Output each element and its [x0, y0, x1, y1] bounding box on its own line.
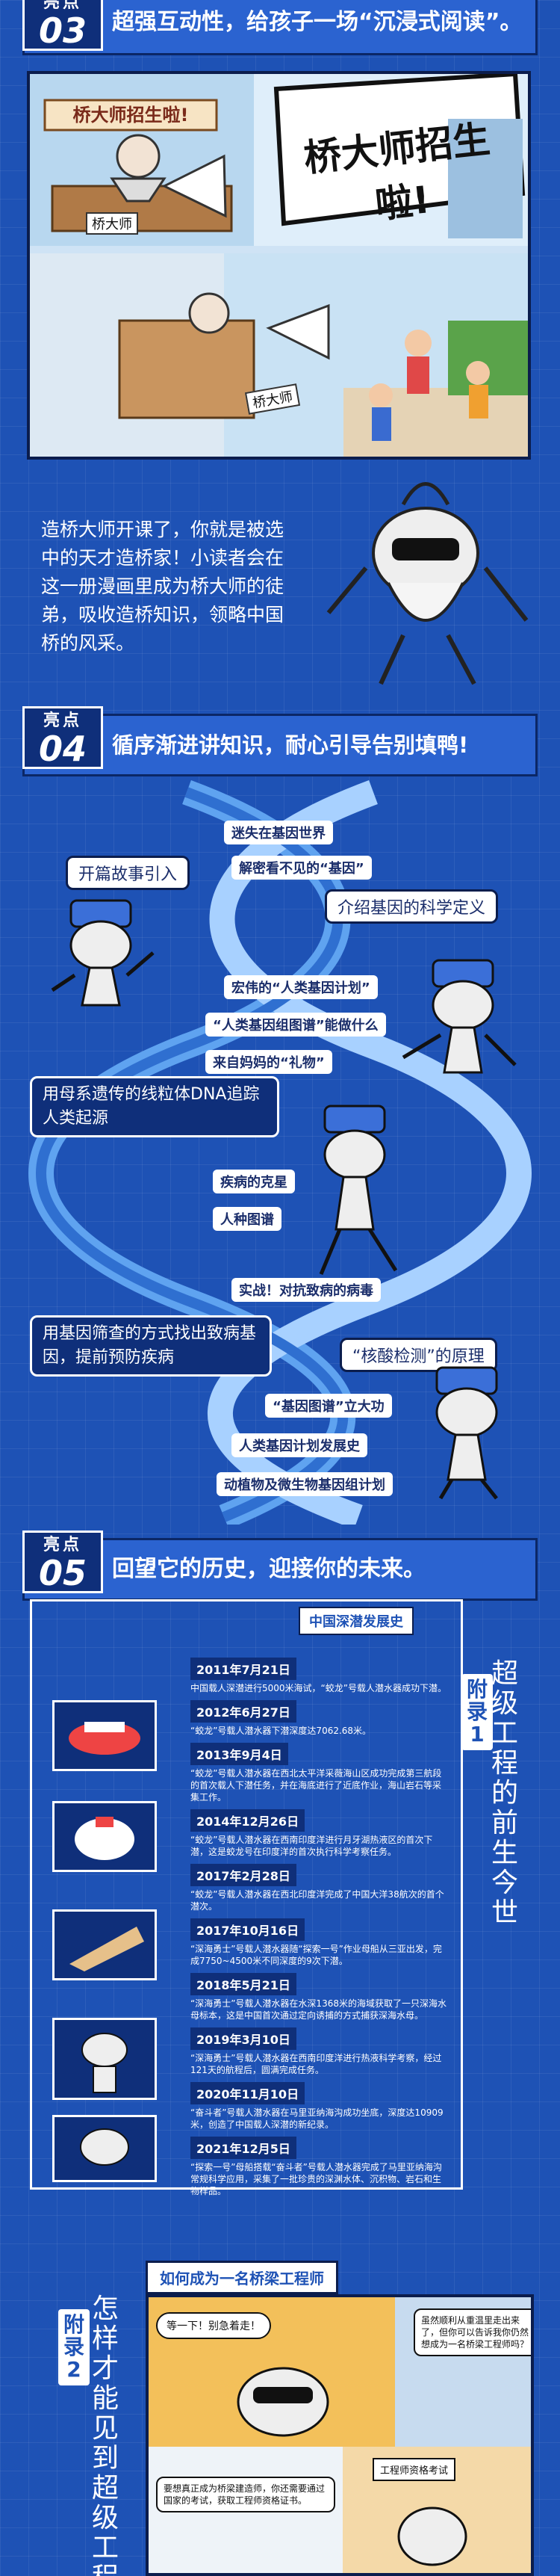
timeline-title: 中国深潜发展史	[299, 1607, 414, 1635]
chain-label: 来自妈妈的“礼物”	[205, 1050, 332, 1074]
side-tag: 用母系遗传的线粒体DNA追踪人类起源	[30, 1076, 279, 1137]
highlight-label: 亮点	[43, 1536, 82, 1554]
timeline-event: 2020年11月10日 “奋斗者”号载人潜水器在马里亚纳海沟成功坐底，深度达109…	[190, 2076, 448, 2131]
annex-2-label: 附录2	[58, 2309, 90, 2385]
submersible-photo	[52, 1801, 157, 1872]
timeline-event: 2012年6月27日 “蛟龙”号载人潜水器下潜深度达7062.68米。	[190, 1694, 448, 1737]
chain-label: 人类基因计划发展史	[231, 1433, 367, 1457]
event-text: “蛟龙”号载人潜水器在西北印度洋完成了中国大洋38航次的首个潜次。	[190, 1889, 444, 1912]
event-text: “蛟龙”号载人潜水器下潜深度达7062.68米。	[190, 1726, 372, 1736]
timeline-event: 2018年5月21日 “深海勇士”号载人潜水器在水深1368米的海域获取了一只深海…	[190, 1967, 448, 2021]
annex-2-vertical-title: 怎样才能见到超级工程	[91, 2294, 119, 2576]
submersible-photo	[52, 1700, 157, 1771]
highlight-03-description: 造桥大师开课了，你就是被选中的天才造桥家！小读者会在这一册漫画里成为桥大师的徒弟…	[41, 519, 284, 654]
comic-illustration	[30, 74, 528, 457]
mascot-character-right	[402, 959, 517, 1074]
event-date: 2019年3月10日	[190, 2027, 296, 2050]
submersible-photo	[52, 1909, 157, 1980]
mascot-character-center	[319, 1105, 398, 1275]
event-date: 2020年11月10日	[190, 2082, 305, 2104]
side-tag: “核酸检测”的原理	[340, 1338, 497, 1372]
mascot-character-left	[51, 899, 155, 1007]
deep-sea-timeline: 2011年7月21日中国载人深潜进行5000米海试，“蛟龙”号载人潜水器成功下潜…	[190, 1652, 448, 2197]
timeline-event: 2014年12月26日 “蛟龙”号载人潜水器在西南印度洋进行月牙湖热液区的首次下潜…	[190, 1803, 448, 1858]
annex-1-frame	[30, 1599, 463, 2190]
event-date: 2011年7月21日	[190, 1658, 296, 1680]
event-text: “深海勇士”号载人潜水器在水深1368米的海域获取了一只深海水母标本，这是中国首…	[190, 1998, 447, 2021]
annex-1-vertical-title: 超级工程的前生今世	[491, 1658, 518, 1928]
speech-bubble: 要想真正成为桥梁建造师，你还需要通过国家的考试，获取工程师资格证书。	[156, 2477, 335, 2512]
chain-label: 实战！对抗致病的病毒	[231, 1278, 381, 1302]
event-text: “蛟龙”号载人潜水器在西南印度洋进行月牙湖热液区的首次下潜，这是蛟龙号在印度洋的…	[190, 1835, 433, 1857]
annex-2-title: 如何成为一名桥梁工程师	[146, 2261, 338, 2294]
highlight-03-bar	[22, 0, 538, 55]
comic-panel-bridge-master: 桥大师招生啦! 桥大师招生啦! 桥大师 桥大师	[27, 71, 531, 460]
speech-bubble: 虽然顺利从重温里走出来了，但你可以告诉我你仍然想成为一名桥梁工程师吗？	[414, 2308, 531, 2356]
highlight-label: 亮点	[43, 0, 82, 12]
event-text: 中国载人深潜进行5000米海试，“蛟龙”号载人潜水器成功下潜。	[190, 1683, 447, 1693]
chain-label: “基因图谱”立大功	[265, 1394, 392, 1418]
event-date: 2012年6月27日	[190, 1700, 296, 1723]
bridge-master-character-illustration	[326, 482, 529, 685]
highlight-04-bar	[22, 714, 538, 776]
timeline-event: 2021年12月5日 “探索一号”母船搭载“奋斗者”号载人潜水器完成了马里亚纳海沟…	[190, 2131, 448, 2197]
annex-1-label: 附录1	[461, 1674, 493, 1750]
exam-sign: 工程师资格考试	[373, 2458, 456, 2481]
annex-2-comic-panel: 等一下！别急着走！ 虽然顺利从重温里走出来了，但你可以告诉我你仍然想成为一名桥梁…	[146, 2294, 534, 2576]
highlight-04-badge: 亮点 04	[22, 706, 103, 769]
highlight-05-badge: 亮点 05	[22, 1531, 103, 1593]
mascot-illustration-2	[52, 2115, 157, 2182]
event-date: 2014年12月26日	[190, 1809, 305, 1832]
timeline-event: 2011年7月21日中国载人深潜进行5000米海试，“蛟龙”号载人潜水器成功下潜…	[190, 1652, 448, 1694]
event-text: “奋斗者”号载人潜水器在马里亚纳海沟成功坐底，深度达10909米，创造了中国载人…	[190, 2107, 444, 2130]
highlight-05-title: 回望它的历史，迎接你的未来。	[112, 1556, 426, 1582]
event-text: “探索一号”母船搭载“奋斗者”号载人潜水器完成了马里亚纳海沟常规科学应用，采集了…	[190, 2162, 442, 2196]
highlight-03-badge: 亮点 03	[22, 0, 103, 51]
event-date: 2013年9月4日	[190, 1743, 288, 1765]
mascot-illustration	[52, 2018, 157, 2100]
chain-label: 人种图谱	[213, 1207, 281, 1231]
timeline-event: 2019年3月10日 “深海勇士”号载人潜水器在西南印度洋进行热液科学考察，经过1…	[190, 2021, 448, 2076]
side-tag: 介绍基因的科学定义	[325, 889, 499, 924]
name-tag: 桥大师	[86, 212, 138, 235]
timeline-event: 2013年9月4日 “蛟龙”号载人潜水器在西北太平洋采薇海山区成功完成第三航段的首…	[190, 1737, 448, 1803]
chain-label: 迷失在基因世界	[224, 821, 333, 844]
event-text: “深海勇士”号载人潜水器在西南印度洋进行热液科学考察，经过121天的航程后，圆满…	[190, 2053, 442, 2075]
chain-label: 疾病的克星	[213, 1170, 295, 1193]
highlight-04-title: 循序渐进讲知识，耐心引导告别填鸭!	[112, 732, 469, 758]
chain-label: 动植物及微生物基因组计划	[217, 1472, 393, 1496]
timeline-event: 2017年2月28日 “蛟龙”号载人潜水器在西北印度洋完成了中国大洋38航次的首个…	[190, 1858, 448, 1912]
side-tag: 开篇故事引入	[66, 856, 190, 890]
event-date: 2017年2月28日	[190, 1864, 296, 1886]
chain-label: 解密看不见的“基因”	[231, 856, 372, 880]
highlight-label: 亮点	[43, 711, 82, 730]
side-tag: 用基因筛查的方式找出致病基因，提前预防疾病	[30, 1315, 272, 1377]
chain-label: “人类基因组图谱”能做什么	[205, 1013, 386, 1037]
event-date: 2017年10月16日	[190, 1918, 305, 1941]
event-text: “蛟龙”号载人潜水器在西北太平洋采薇海山区成功完成第三航段的首次载人下潜任务，并…	[190, 1768, 442, 1803]
timeline-event: 2017年10月16日 “深海勇士”号载人潜水器随“探索一号”作业母船从三亚出发，…	[190, 1912, 448, 1967]
highlight-03-title: 超强互动性，给孩子一场“沉浸式阅读”。	[112, 9, 523, 35]
mascot-character-bottom	[435, 1366, 498, 1500]
event-date: 2018年5月21日	[190, 1973, 296, 1995]
highlight-number: 05	[38, 1553, 87, 1593]
event-text: “深海勇士”号载人潜水器随“探索一号”作业母船从三亚出发，完成7750~4500…	[190, 1944, 442, 1966]
highlight-number: 04	[38, 729, 87, 769]
event-date: 2021年12月5日	[190, 2137, 296, 2159]
banner-text: 桥大师招生啦!	[72, 105, 189, 126]
chain-label: 宏伟的“人类基因计划”	[224, 975, 378, 999]
speech-bubble: 等一下！别急着走！	[156, 2312, 271, 2339]
highlight-number: 03	[38, 10, 87, 51]
